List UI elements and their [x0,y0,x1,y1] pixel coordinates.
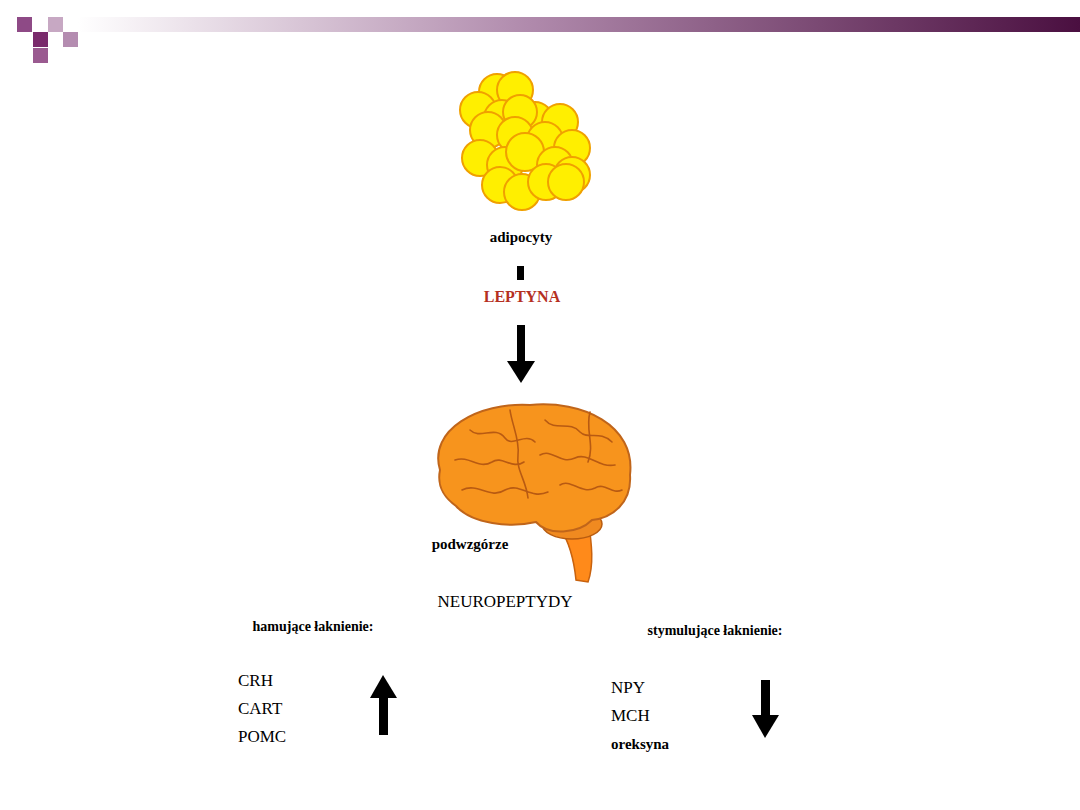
caption-label: adipocyty [490,228,553,246]
connector-stub [517,266,524,280]
brain [438,404,630,582]
heading-label: NEUROPEPTYDY [437,592,572,612]
adipocyte-cluster [460,72,590,210]
up-arrow [370,675,397,735]
group-heading: stymulujące łaknienie: [648,623,783,640]
logo-squares [17,17,78,63]
neuropeptide-name: oreksyna [611,735,669,753]
header-bar [78,17,1080,32]
down-arrow [507,325,535,383]
hormone-label: LEPTYNA [484,287,560,306]
region-label: podwzgórze [432,535,509,553]
neuropeptide-name: MCH [611,706,650,726]
neuropeptide-name: CRH [238,671,273,691]
down-arrow [752,680,779,738]
group-heading: hamujące łaknienie: [253,619,374,636]
neuropeptide-name: NPY [611,678,645,698]
neuropeptide-name: CART [238,699,282,719]
neuropeptide-name: POMC [238,727,286,747]
